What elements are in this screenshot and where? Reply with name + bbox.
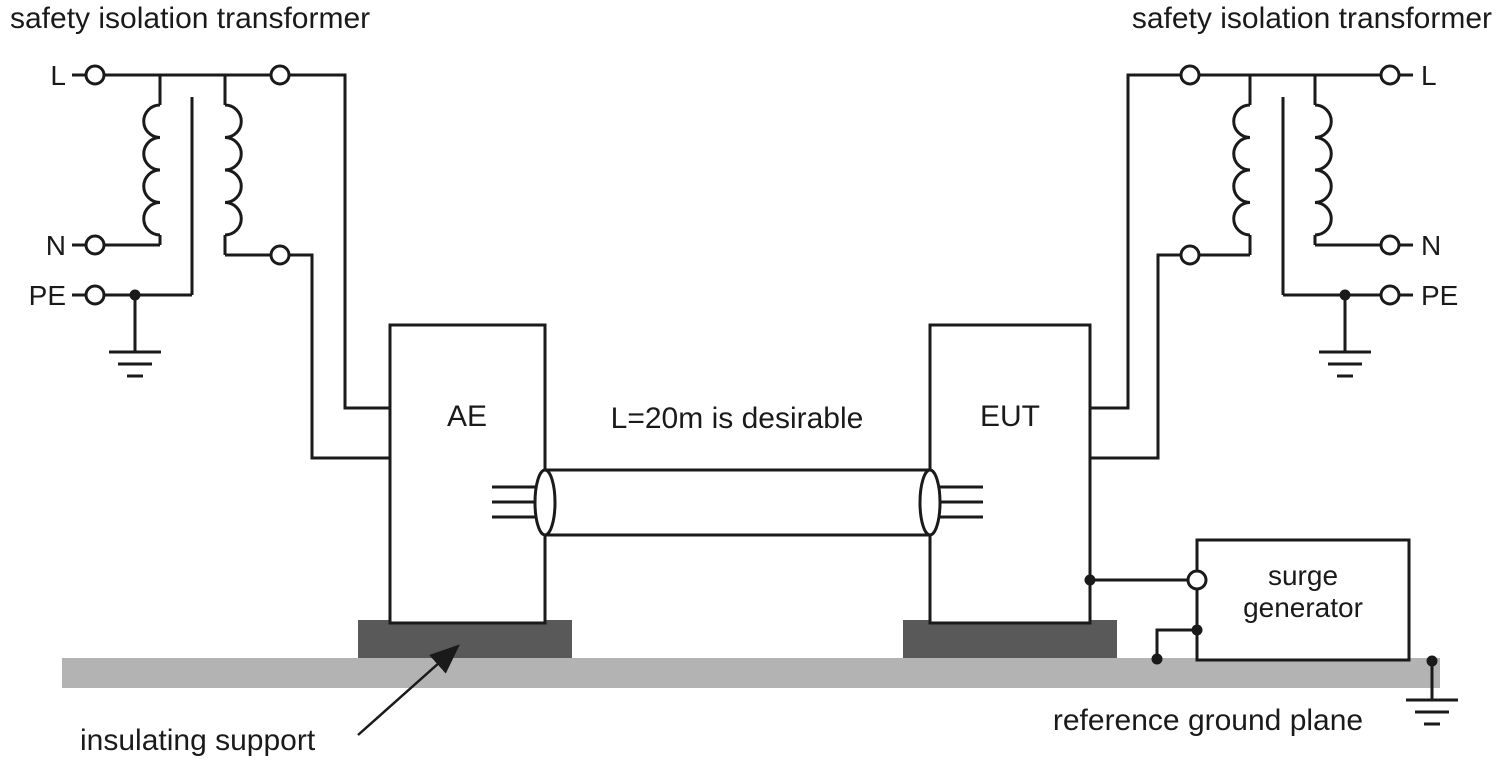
terminal-label-n-right: N bbox=[1421, 230, 1441, 261]
cable-conductor-lines-right bbox=[938, 485, 983, 519]
terminal-label-l-right: L bbox=[1421, 60, 1437, 91]
cable-length-label: L=20m is desirable bbox=[611, 402, 864, 435]
terminal-label-pe-left: PE bbox=[29, 280, 66, 311]
surge-ground-terminal-dot bbox=[1191, 624, 1203, 636]
secondary-coil-right bbox=[1232, 103, 1251, 237]
insulating-supports bbox=[358, 620, 1117, 658]
cable-conductor-lines-left bbox=[492, 485, 537, 519]
wire-transformer-to-eut-top bbox=[1090, 73, 1181, 410]
junction-dot-eut-surge bbox=[1084, 574, 1096, 586]
terminal-l-left bbox=[84, 64, 106, 86]
surge-generator-box bbox=[1195, 538, 1411, 662]
secondary-coil-left bbox=[224, 103, 243, 237]
insulating-support-arrow bbox=[357, 644, 460, 736]
terminal-pe-right bbox=[1379, 284, 1401, 306]
interconnect-cable: L=20m is desirable bbox=[492, 402, 983, 537]
terminal-n-right bbox=[1379, 234, 1401, 256]
surge-generator-label-line1: surge bbox=[1268, 560, 1338, 591]
ae-label: AE bbox=[447, 400, 487, 433]
terminal-out-bottom-right bbox=[1179, 244, 1201, 266]
wire-transformer-to-ae-top bbox=[289, 73, 390, 410]
junction-dot-plane-earth bbox=[1426, 655, 1438, 667]
right-isolation-transformer: safety isolation transformer L N PE bbox=[1090, 2, 1492, 460]
cable-end-ellipse-right bbox=[918, 468, 942, 537]
primary-coil-left bbox=[142, 103, 161, 237]
terminal-n-left bbox=[84, 234, 106, 256]
terminal-label-l-left: L bbox=[50, 60, 66, 91]
wire-transformer-to-ae-bottom bbox=[289, 253, 390, 460]
earth-ground-symbol-left bbox=[109, 350, 161, 378]
eut-unit: EUT bbox=[928, 323, 1092, 625]
terminal-pe-left bbox=[84, 284, 106, 306]
surge-generator-label-line2: generator bbox=[1243, 592, 1363, 623]
cable-end-ellipse-left bbox=[533, 468, 557, 537]
wire-transformer-to-eut-bottom bbox=[1090, 253, 1181, 460]
earth-ground-symbol-plane bbox=[1406, 698, 1458, 726]
terminal-out-top-left bbox=[269, 64, 291, 86]
junction-dot-right-pe bbox=[1339, 289, 1351, 301]
wire-surge-ground-to-plane bbox=[1155, 628, 1197, 659]
reference-ground-plane bbox=[62, 658, 1440, 688]
terminal-label-pe-right: PE bbox=[1421, 280, 1458, 311]
ae-box bbox=[388, 323, 547, 625]
ae-unit: AE bbox=[388, 323, 547, 625]
plane-earth-connection bbox=[1406, 655, 1458, 726]
surge-generator-unit: surge generator bbox=[1084, 538, 1411, 665]
annotations: insulating support reference ground plan… bbox=[80, 644, 1363, 757]
primary-coil-right bbox=[1314, 103, 1333, 237]
earth-ground-symbol-right bbox=[1319, 350, 1371, 378]
terminal-out-top-right bbox=[1179, 64, 1201, 86]
terminal-l-right bbox=[1379, 64, 1401, 86]
junction-dot-plane bbox=[1151, 653, 1163, 665]
terminal-out-bottom-left bbox=[269, 244, 291, 266]
junction-dot-left-pe bbox=[129, 289, 141, 301]
eut-insulating-support bbox=[903, 620, 1117, 658]
eut-label: EUT bbox=[980, 400, 1040, 433]
insulating-support-label: insulating support bbox=[80, 724, 316, 757]
ground-plane-bar bbox=[62, 658, 1440, 688]
terminal-label-n-left: N bbox=[46, 230, 66, 261]
left-isolation-transformer: safety isolation transformer L N PE bbox=[10, 2, 390, 460]
reference-ground-plane-label: reference ground plane bbox=[1053, 704, 1363, 737]
eut-box bbox=[928, 323, 1092, 625]
right-transformer-title: safety isolation transformer bbox=[1132, 2, 1492, 35]
surge-output-terminal bbox=[1186, 569, 1208, 591]
left-transformer-title: safety isolation transformer bbox=[10, 2, 370, 35]
ae-insulating-support bbox=[358, 620, 572, 658]
